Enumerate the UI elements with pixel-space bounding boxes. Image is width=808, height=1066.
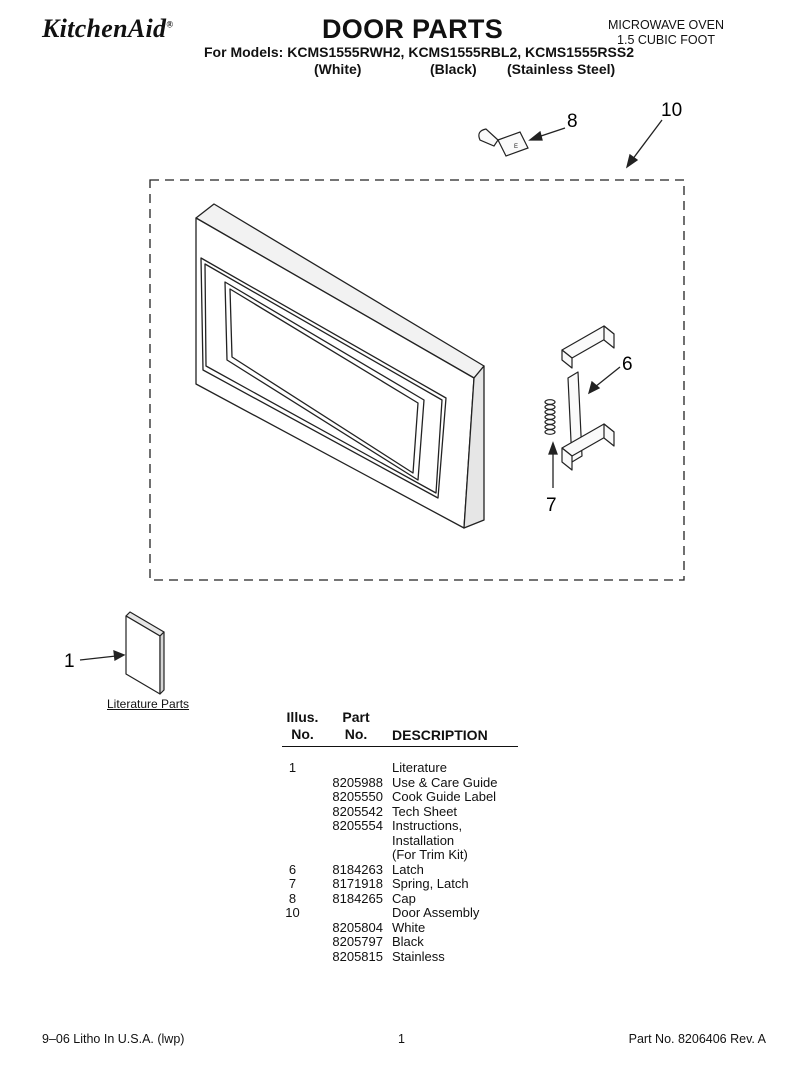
row-10-illus: 10 [285,905,300,920]
literature-parts-label: Literature Parts [107,697,190,711]
row-12-part: 8205797 [332,934,383,949]
door-parts-diagram: E 8 10 6 7 [64,100,685,695]
row-9-part: 8184265 [332,890,383,906]
row-9-illus: 8 [288,890,297,906]
row-9-desc: Cap [392,890,416,906]
illus-header-line-1: Illus. [286,709,319,725]
row-13-desc: Stainless [392,948,445,964]
row-3-part: 8205542 [332,803,383,819]
illus-header-line-2: No. [291,726,314,742]
row-8-desc: Spring, Latch [392,876,469,891]
color-white: (White) [314,61,362,77]
door-frame [195,203,485,529]
brand-logo: KitchenAid® [42,14,173,44]
row-6-desc: (For Trim Kit) [392,847,468,862]
part-number-rev: Part No. 8206406 Rev. A [628,1032,766,1046]
row-13-part: 8205815 [332,948,383,964]
row-8-part: 8171918 [332,876,383,891]
row-3-desc: Tech Sheet [392,803,458,819]
callout-7: 7 [546,495,557,516]
callout-1: 1 [64,651,75,672]
cap-part: E [478,128,529,157]
row-10-desc: Door Assembly [392,905,480,920]
row-0-desc: Literature [392,760,447,775]
color-stainless: (Stainless Steel) [507,61,616,77]
part-header: Part No. [332,709,380,743]
header-rule [282,746,518,747]
part-header-line-2: No. [344,726,368,742]
row-2-part: 8205550 [332,789,383,804]
literature-booklet [125,611,165,695]
row-7-desc: Latch [392,861,424,877]
row-12-desc: Black [392,934,424,949]
row-1-part: 8205988 [332,774,383,790]
litho-note: 9–06 Litho In U.S.A. (lwp) [42,1032,185,1046]
callout-8: 8 [567,111,578,132]
brand-name: KitchenAid [42,14,167,43]
registered-mark: ® [166,19,174,30]
models-line: For Models: KCMS1555RWH2, KCMS1555RBL2, … [204,44,634,60]
latch-part [561,325,615,471]
row-2-desc: Cook Guide Label [392,789,497,804]
row-8-illus: 7 [288,876,297,891]
product-type: MICROWAVE OVEN 1.5 CUBIC FOOT [566,18,766,48]
spring-part [544,399,556,435]
color-black: (Black) [430,61,477,77]
callout-6: 6 [622,354,633,375]
row-4-part: 8205554 [332,818,383,833]
leader-lines [79,119,663,662]
page-title: DOOR PARTS [322,14,504,44]
svg-text:E: E [514,144,518,150]
row-7-illus: 6 [288,861,297,877]
page-number: 1 [398,1032,405,1046]
row-0-illus: 1 [288,760,297,775]
row-1-desc: Use & Care Guide [392,774,498,790]
product-line-2: 1.5 CUBIC FOOT [617,33,715,47]
row-5-desc: Installation [392,832,455,848]
row-7-part: 8184263 [332,861,383,877]
product-line-1: MICROWAVE OVEN [608,18,724,32]
part-header-line-1: Part [342,709,370,725]
description-header: DESCRIPTION [392,727,488,743]
row-11-desc: White [392,919,426,935]
row-11-part: 8205804 [332,919,383,935]
illus-header: Illus. No. [280,709,325,743]
door-assembly-boundary [149,179,685,581]
row-4-desc: Instructions, [392,818,463,833]
callout-10: 10 [661,100,682,121]
